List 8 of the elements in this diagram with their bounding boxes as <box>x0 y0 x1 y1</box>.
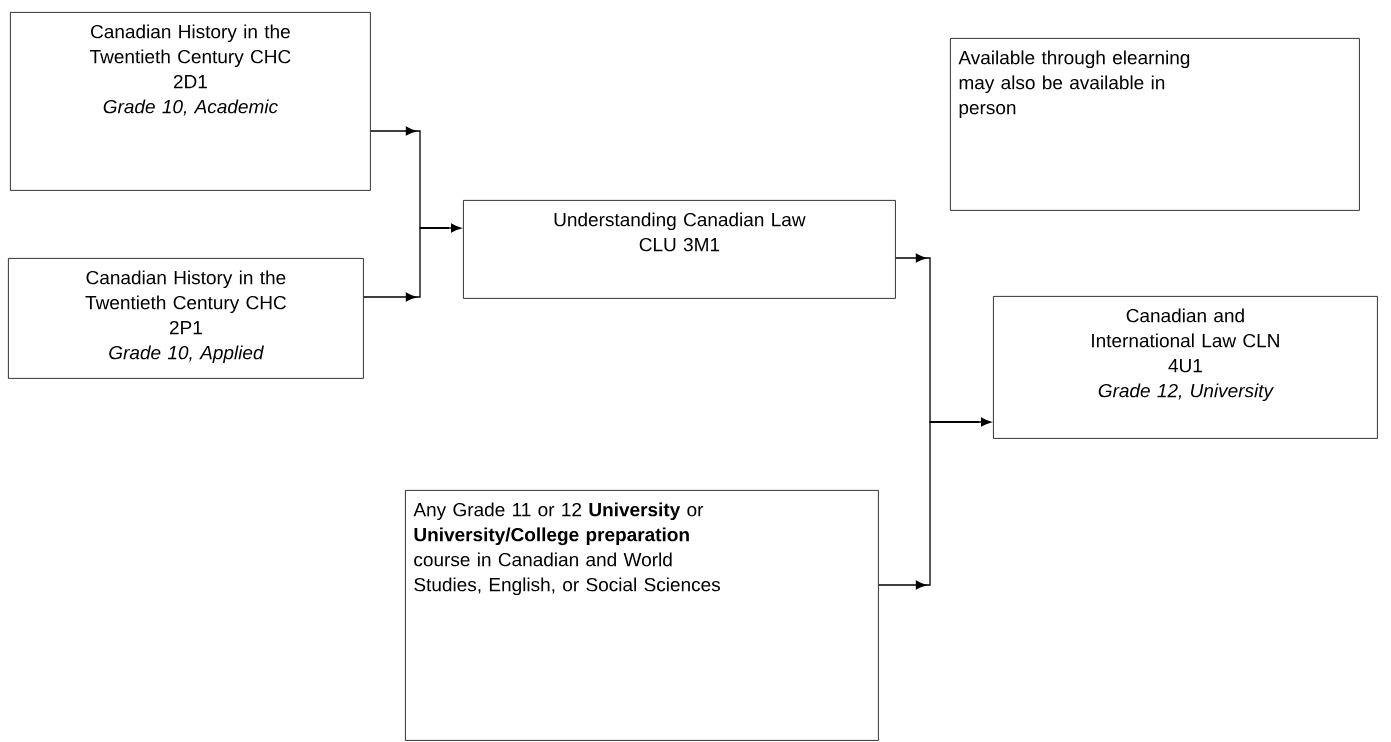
course-box: Canadian History in the Twentieth Century CHC 2D1 Grade 10, Academic <box>10 12 371 191</box>
note-box: Available through elearning may also be available in person <box>950 38 1360 211</box>
course-box: Canadian History in the Twentieth Century CHC 2P1 Grade 10, Applied <box>8 258 364 379</box>
course-box: Any Grade 11 or 12 University or University/College preparation course in Canadian and World Studies, English, or Social Sciences <box>405 490 879 741</box>
arrow <box>929 417 992 427</box>
course-box: Understanding Canadian Law CLU 3M1 <box>463 200 896 299</box>
course-box: Canadian and International Law CLN 4U1 Grade 12, University <box>993 296 1378 439</box>
arrow <box>419 223 462 233</box>
